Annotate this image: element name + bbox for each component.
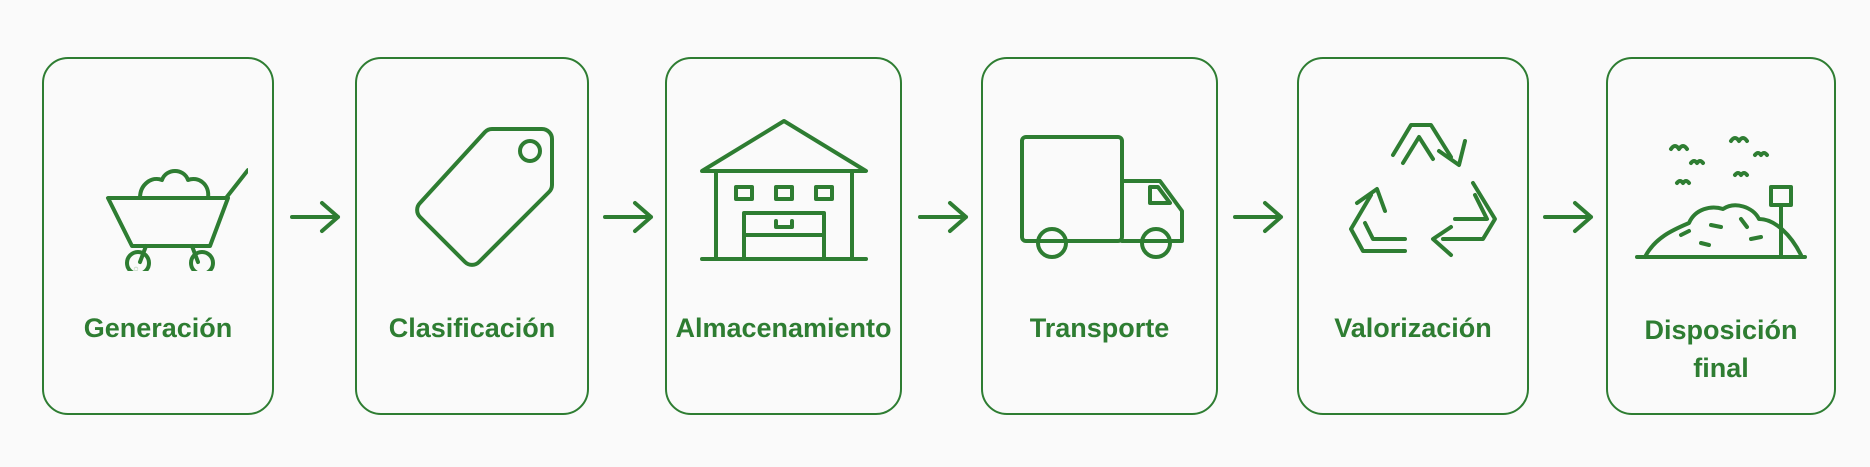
step-card-valorizacion: Valorización bbox=[1297, 57, 1529, 415]
arrow-right-icon bbox=[290, 200, 342, 234]
step-card-clasificacion: Clasificación bbox=[355, 57, 589, 415]
step-card-generacion: Generación bbox=[42, 57, 274, 415]
step-card-disposicion-final: Disposición final bbox=[1606, 57, 1836, 415]
tag-icon bbox=[382, 111, 562, 271]
step-label: Disposición final bbox=[1644, 315, 1798, 383]
arrow-right-icon bbox=[1543, 200, 1595, 234]
recycle-icon bbox=[1323, 111, 1503, 271]
landfill-icon bbox=[1631, 111, 1811, 271]
arrow-right-icon bbox=[1233, 200, 1285, 234]
step-card-transporte: Transporte bbox=[981, 57, 1218, 415]
step-label: Clasificación bbox=[388, 313, 556, 343]
step-label: Transporte bbox=[1029, 313, 1170, 343]
truck-icon bbox=[1010, 111, 1190, 271]
wheelbarrow-icon bbox=[68, 111, 248, 271]
arrow-right-icon bbox=[603, 200, 655, 234]
arrow-right-icon bbox=[918, 200, 970, 234]
step-card-almacenamiento: Almacenamiento bbox=[665, 57, 902, 415]
warehouse-icon bbox=[694, 111, 874, 271]
step-label: Generación bbox=[83, 313, 233, 343]
step-label: Valorización bbox=[1334, 313, 1492, 343]
step-label: Almacenamiento bbox=[675, 313, 892, 343]
